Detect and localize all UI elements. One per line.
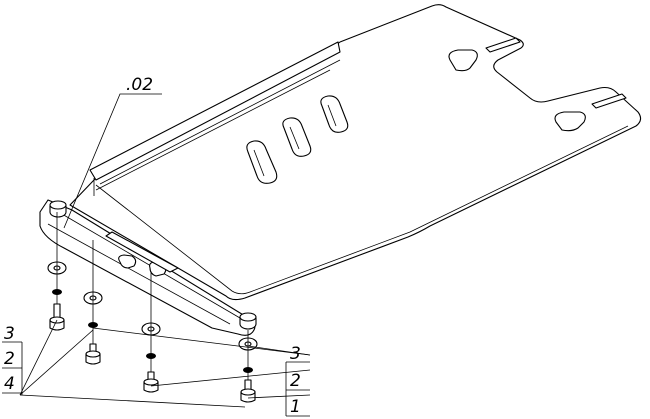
stud-left <box>49 200 67 218</box>
stud-right <box>239 312 257 330</box>
mounting-bracket <box>39 199 257 336</box>
callout-left-1: 3 <box>4 324 15 344</box>
skid-plate-outline <box>69 4 642 301</box>
callout-right-2: 2 <box>290 371 301 391</box>
bolt <box>240 379 256 403</box>
bolt <box>85 343 101 365</box>
bracket-cutout <box>105 231 179 273</box>
cutout-2 <box>554 111 586 132</box>
callout-left-2: 2 <box>4 349 15 369</box>
bolt <box>143 371 159 393</box>
callout-left-3: 4 <box>4 374 15 394</box>
skid-plate <box>69 4 642 301</box>
fasteners <box>47 212 258 403</box>
bracket-slot-1 <box>118 254 137 269</box>
notch-1 <box>485 37 521 53</box>
left-flange <box>89 41 341 181</box>
callout-main: .02 <box>126 75 153 95</box>
cutout-1 <box>448 49 478 72</box>
skid-plate-inner-edge <box>95 125 629 295</box>
callout-right-3: 1 <box>290 397 301 417</box>
notch-2 <box>591 93 627 109</box>
callout-right-1: 3 <box>290 344 301 364</box>
slot-3 <box>320 95 349 133</box>
bolt <box>49 303 65 331</box>
leaders <box>2 93 311 417</box>
